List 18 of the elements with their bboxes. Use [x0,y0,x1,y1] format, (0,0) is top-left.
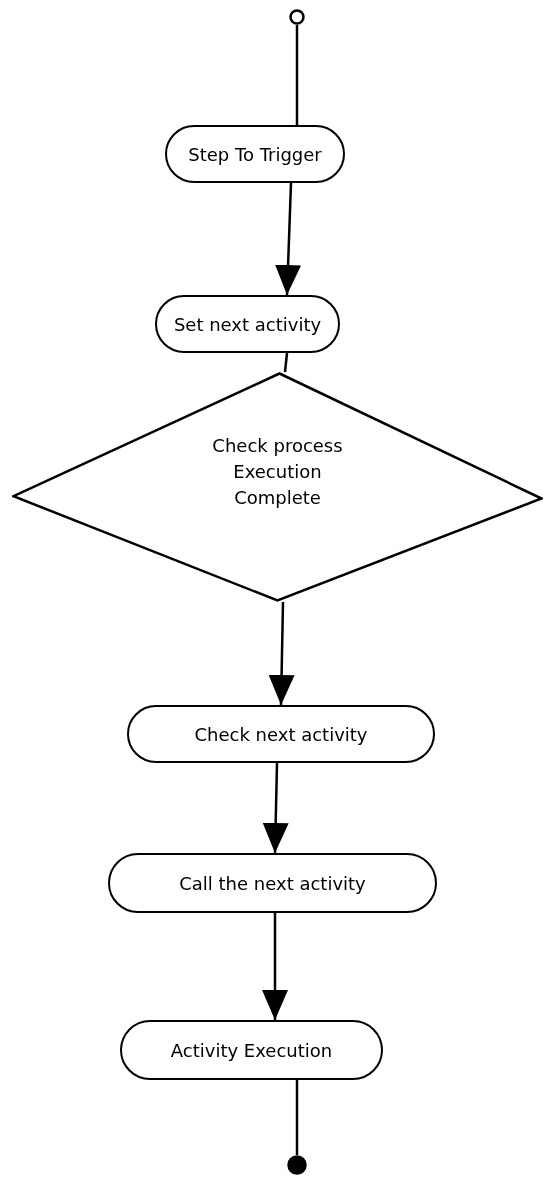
node-label: Check process Execution Complete [211,433,344,511]
node-label: Activity Execution [170,1039,333,1061]
process-box [120,1020,383,1080]
connector-line [295,25,299,125]
process-box [108,853,437,913]
arrow [268,601,295,706]
node-label: Check next activity [194,723,368,745]
node-label: Call the next activity [179,872,366,894]
arrow [275,182,302,296]
connector-line [295,1080,299,1155]
node-label: Set next activity [173,313,322,335]
node-label: Step To Trigger [188,143,322,165]
process-box [155,295,340,353]
connector-line [283,352,289,373]
arrow [262,762,289,854]
arrow [262,913,288,1020]
process-box [127,705,435,763]
process-box [165,125,345,183]
